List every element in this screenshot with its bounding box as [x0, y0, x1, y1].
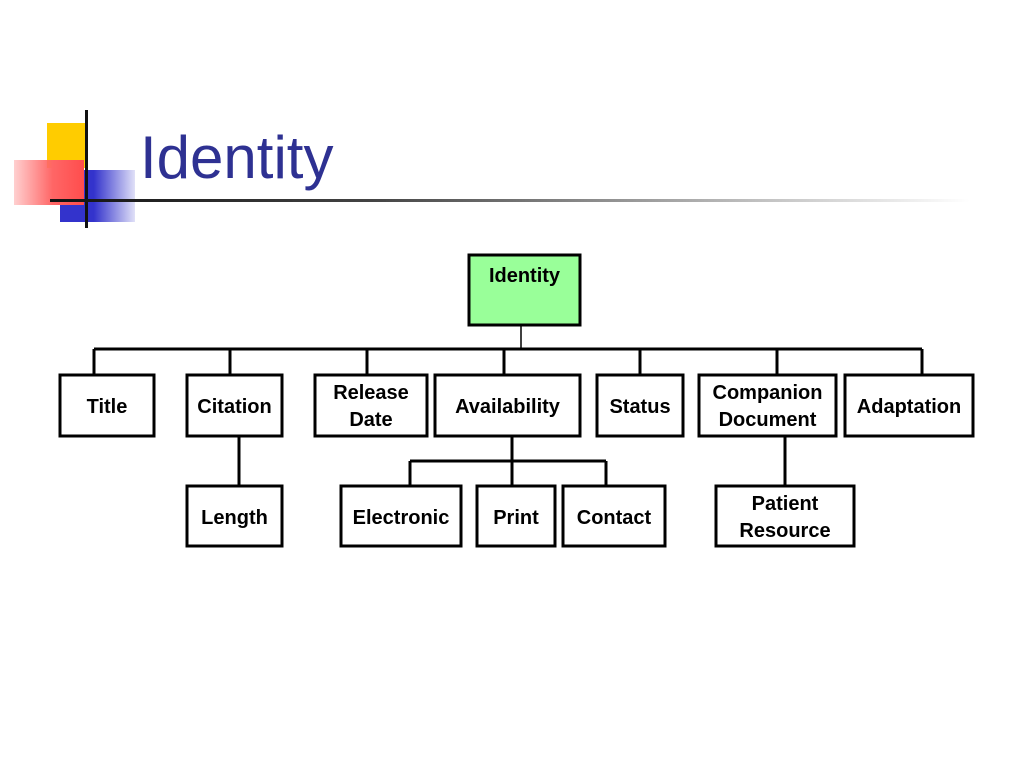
node-adaptation-label: Adaptation [857, 396, 961, 418]
node-length-label: Length [201, 507, 268, 529]
node-print-label: Print [493, 507, 539, 529]
node-contact-label: Contact [577, 507, 652, 529]
node-length: Length [185, 484, 284, 548]
node-citation-label: Citation [197, 396, 271, 418]
deco-red-square [14, 160, 84, 205]
node-availability: Availability [433, 373, 582, 438]
node-contact: Contact [561, 484, 667, 548]
diagram-connectors [92, 325, 924, 486]
node-adaptation: Adaptation [843, 373, 975, 438]
node-print: Print [475, 484, 557, 548]
title-underline [50, 199, 970, 202]
node-identity-label: Identity [489, 265, 561, 287]
node-electronic-label: Electronic [353, 507, 450, 529]
node-title: Title [58, 373, 156, 438]
node-status: Status [595, 373, 685, 438]
node-identity: Identity [467, 253, 582, 327]
deco-vertical-rule [85, 110, 88, 228]
node-status-label: Status [609, 396, 670, 418]
node-title-label: Title [87, 396, 128, 418]
node-availability-label: Availability [455, 396, 561, 418]
slide-title: Identity [140, 124, 334, 191]
node-citation: Citation [185, 373, 284, 438]
node-electronic: Electronic [339, 484, 463, 548]
